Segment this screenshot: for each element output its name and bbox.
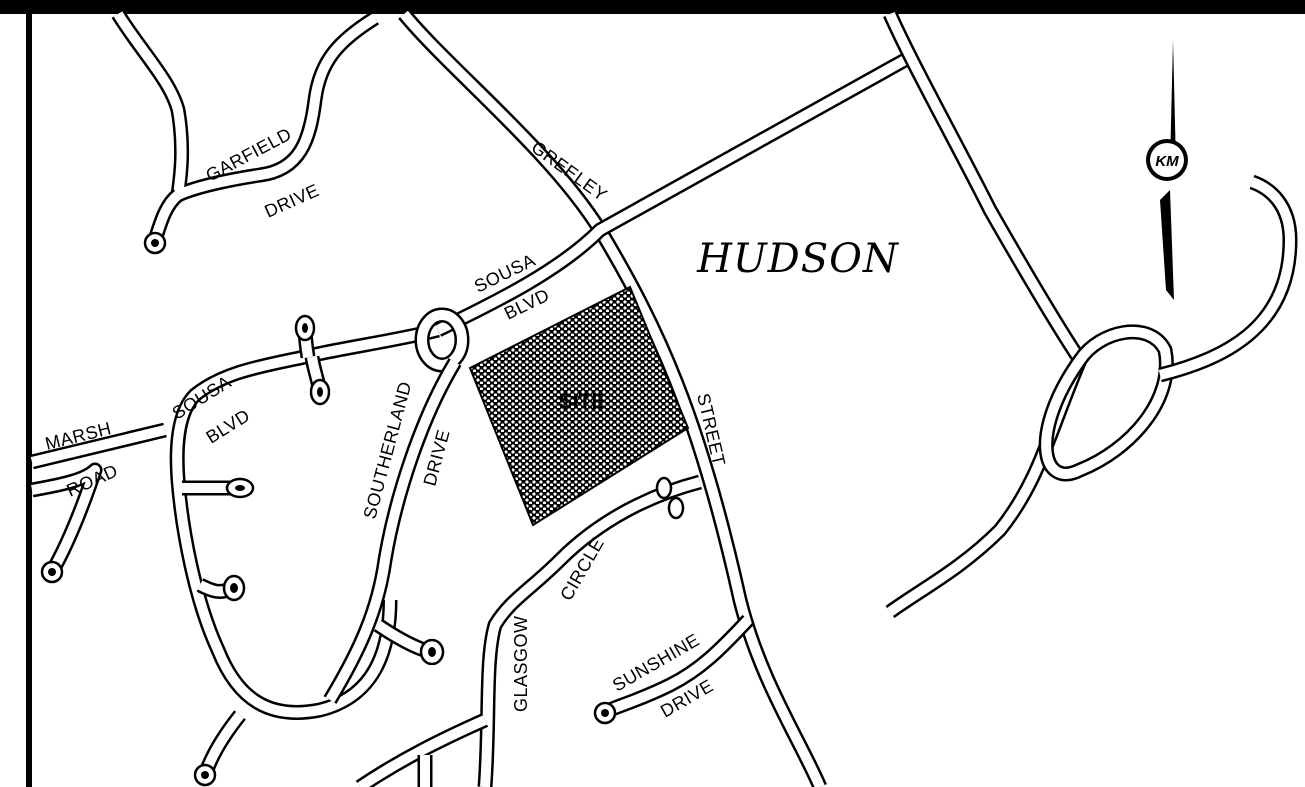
site-parcel bbox=[468, 285, 690, 527]
town-label: HUDSON bbox=[696, 236, 900, 282]
map-left-border bbox=[26, 14, 32, 787]
road-network bbox=[30, 9, 1298, 787]
north-arrow-icon: KM bbox=[1146, 40, 1188, 300]
road-label-sousa-lower-type: BLVD bbox=[203, 405, 254, 447]
site-label: SITE bbox=[559, 390, 606, 413]
map-top-border bbox=[0, 0, 1305, 14]
road-label-garfield-type: DRIVE bbox=[261, 180, 322, 222]
logo-text: KM bbox=[1155, 153, 1179, 170]
cul-de-sacs bbox=[40, 231, 685, 787]
road-label-glasgow: GLASGOW bbox=[511, 615, 531, 712]
